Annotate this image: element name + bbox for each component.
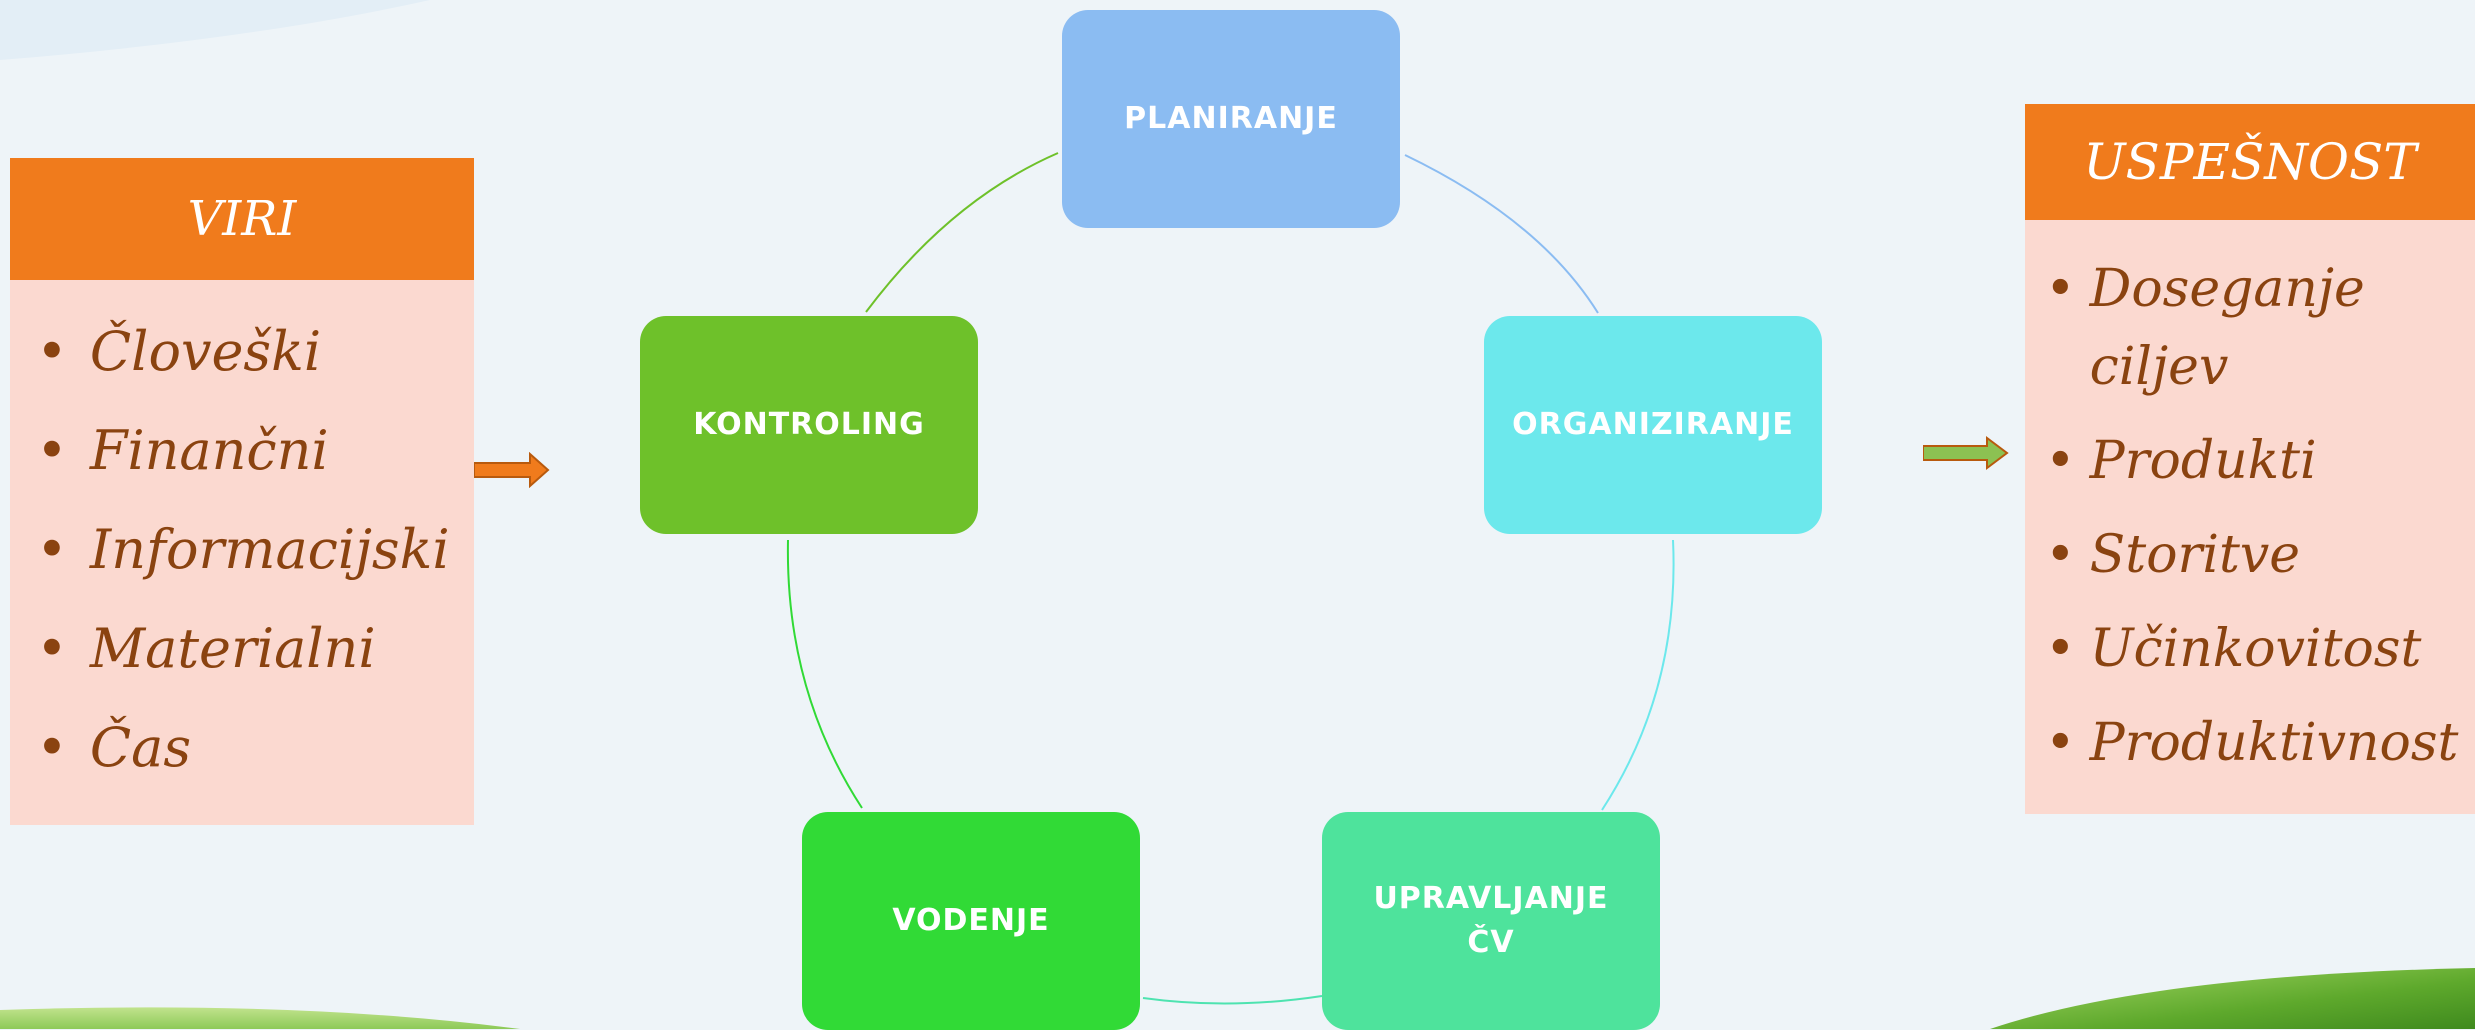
bullet-icon: • xyxy=(36,518,68,581)
list-item: • Čas xyxy=(36,698,474,797)
sky-swoosh xyxy=(0,0,430,60)
bullet-icon: • xyxy=(36,320,68,383)
node-organiziranje: ORGANIZIRANJE xyxy=(1484,316,1822,534)
node-upravljanje-cv: UPRAVLJANJE ČV xyxy=(1322,812,1660,1030)
list-item: • Informacijski xyxy=(36,500,474,599)
node-planiranje-label: PLANIRANJE xyxy=(1124,101,1338,136)
node-kontroling: KONTROLING xyxy=(640,316,978,534)
node-upravljanje-label: UPRAVLJANJE ČV xyxy=(1373,877,1608,965)
list-item: • Finančni xyxy=(36,401,474,500)
list-item-label: Informacijski xyxy=(89,518,450,581)
list-item: • Doseganje ciljev xyxy=(2045,250,2455,406)
left-panel-title: VIRI xyxy=(187,191,297,247)
bullet-icon: • xyxy=(2045,259,2076,319)
node-vodenje-label: VODENJE xyxy=(892,903,1050,938)
left-panel-header: VIRI xyxy=(10,158,474,280)
node-upravljanje-line2: ČV xyxy=(1467,925,1515,960)
bullet-icon: • xyxy=(36,617,68,680)
list-item-label: Finančni xyxy=(89,419,329,482)
list-item-label: Storitve xyxy=(2089,525,2301,585)
node-kontroling-label: KONTROLING xyxy=(693,407,925,442)
list-item-label: Doseganje ciljev xyxy=(2089,259,2365,397)
list-item: • Produkti xyxy=(2045,422,2475,500)
node-upravljanje-line1: UPRAVLJANJE xyxy=(1373,881,1609,916)
arc-vodenje-kontroling xyxy=(786,539,863,809)
bullet-icon: • xyxy=(2045,431,2076,491)
left-panel: VIRI • Človeški • Finančni • Informacijs… xyxy=(10,158,474,825)
list-item-label: Produktivnost xyxy=(2089,713,2459,773)
arrow-right-icon xyxy=(1923,436,2009,470)
list-item-label: Človeški xyxy=(89,320,322,383)
bullet-icon: • xyxy=(36,419,68,482)
grass-right xyxy=(1990,968,2475,1029)
bullet-icon: • xyxy=(2045,619,2076,679)
node-vodenje: VODENJE xyxy=(802,812,1140,1030)
arc-kontroling-planiranje xyxy=(865,152,1059,313)
grass-left xyxy=(0,1007,520,1029)
left-panel-list: • Človeški • Finančni • Informacijski • … xyxy=(36,302,474,797)
bullet-icon: • xyxy=(2045,525,2076,585)
list-item: • Človeški xyxy=(36,302,474,401)
arc-organiziranje-upravljanje xyxy=(1601,539,1675,811)
right-panel-header: USPEŠNOST xyxy=(2025,104,2475,220)
left-panel-body: • Človeški • Finančni • Informacijski • … xyxy=(10,280,474,825)
right-panel: USPEŠNOST • Doseganje ciljev • Produkti … xyxy=(2025,104,2475,814)
node-organiziranje-label: ORGANIZIRANJE xyxy=(1512,407,1794,442)
list-item-label: Čas xyxy=(89,716,192,779)
list-item-label: Produkti xyxy=(2089,431,2317,491)
list-item-label: Učinkovitost xyxy=(2089,619,2422,679)
bullet-icon: • xyxy=(36,716,68,779)
arc-upravljanje-vodenje xyxy=(1142,995,1323,1005)
right-panel-title: USPEŠNOST xyxy=(2083,133,2417,191)
node-planiranje: PLANIRANJE xyxy=(1062,10,1400,228)
right-panel-list: • Doseganje ciljev • Produkti • Storitve… xyxy=(2045,250,2475,782)
bullet-icon: • xyxy=(2045,713,2076,773)
list-item: • Materialni xyxy=(36,599,474,698)
list-item: • Storitve xyxy=(2045,516,2475,594)
right-panel-body: • Doseganje ciljev • Produkti • Storitve… xyxy=(2025,220,2475,814)
arrow-right-icon xyxy=(474,452,550,488)
list-item: • Učinkovitost xyxy=(2045,610,2475,688)
arc-planiranje-organiziranje xyxy=(1404,154,1599,314)
list-item: • Produktivnost xyxy=(2045,704,2475,782)
list-item-label: Materialni xyxy=(89,617,376,680)
